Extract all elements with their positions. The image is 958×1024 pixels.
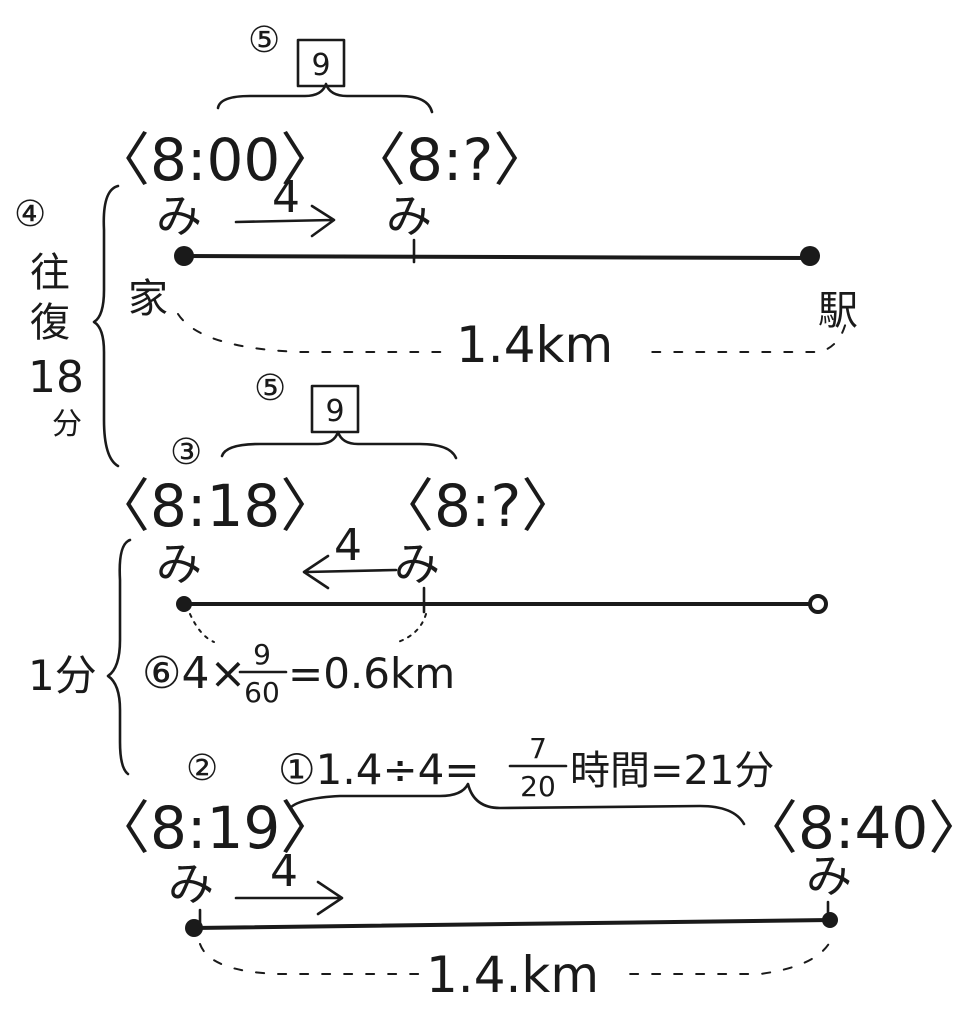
roundtrip-char-1: 往 [30,250,70,296]
row2-moving-person: み [394,537,440,591]
row2-minutes-box [310,384,360,434]
row1-distance-arc [177,313,847,353]
row3-fraction-den: 20 [520,770,556,803]
row3-brace [288,782,746,826]
row2-station-dot [808,594,828,614]
row3-start-time: 〈8:19〉 [92,794,338,862]
row3-calc1-suffix: 時間=21分 [570,748,774,794]
row2-result: =0.6km [288,649,455,698]
row1-start-person: み [156,189,202,243]
row1-step5-mark: ⑤ [248,20,280,61]
row2-start-person: み [156,537,202,591]
one-minute-label: 1分 [28,651,97,700]
row3-end-time: 〈8:40〉 [740,794,958,862]
row2-step5-mark: ⑤ [254,368,286,409]
row3-end-person: み [806,849,852,903]
row2-group: ⑤ 9 ③ 〈8:18〉 〈8:?〉 み 4 み ⑥4× 9 60 =0.6km [92,368,828,709]
row2-brace [220,430,458,460]
roundtrip-char-2: 復 [30,300,70,346]
row3-speed: 4 [270,846,298,897]
row2-start-time: 〈8:18〉 [92,472,338,540]
row1-route-line [182,254,812,260]
row3-station-dot [822,912,838,928]
row1-brace [216,82,434,114]
roundtrip-char-3: 18 [28,352,84,403]
row2-minutes-value: 9 [325,394,344,429]
row1-start-time: 〈8:00〉 [92,126,338,194]
roundtrip-brace [92,184,120,468]
step4-mark: ④ [14,194,46,235]
row3-home-dot [185,919,203,937]
side-notes: ④ 往 復 18 分 1分 [14,184,132,776]
row1-group: ⑤ 9 〈8:00〉 〈8:?〉 み 4 み 家 駅 1.4km [92,20,858,374]
row1-moving-person: み [386,189,432,243]
row3-route-line [192,918,832,930]
row2-calc-arc [189,613,427,643]
row1-end-time: 〈8:?〉 [348,126,551,194]
row1-station-dot [800,246,820,266]
row1-distance: 1.4km [456,316,613,374]
row2-end-time: 〈8:?〉 [376,472,579,540]
row2-arrow [302,554,398,590]
row3-start-person: み [168,857,214,911]
row3-calc1-prefix: ①1.4÷4= [278,745,480,794]
row1-arrow [234,204,336,238]
row1-minutes-value: 9 [311,48,330,83]
row2-step3-mark: ③ [170,432,202,473]
row2-calc: ⑥4× [142,648,246,699]
row2-home-dot [176,596,192,612]
row1-home-label: 家 [128,276,168,322]
row3-step2-mark: ② [186,748,218,789]
roundtrip-char-4: 分 [52,407,82,442]
row3-fraction-num: 7 [529,732,547,765]
row1-home-dot [174,246,194,266]
row3-distance: 1.4.km [426,946,599,1004]
row2-speed: 4 [334,520,362,571]
row1-speed: 4 [272,172,300,223]
row1-minutes-box [296,38,346,88]
row2-fraction-num: 9 [253,638,271,671]
row3-arrow [234,880,344,916]
one-minute-brace [106,538,132,776]
row1-station-label: 駅 [818,288,858,334]
row3-group: ② ①1.4÷4= 7 20 時間=21分 〈8:19〉 〈8:40〉 み 4 … [92,732,958,1004]
row2-fraction-den: 60 [244,676,280,709]
